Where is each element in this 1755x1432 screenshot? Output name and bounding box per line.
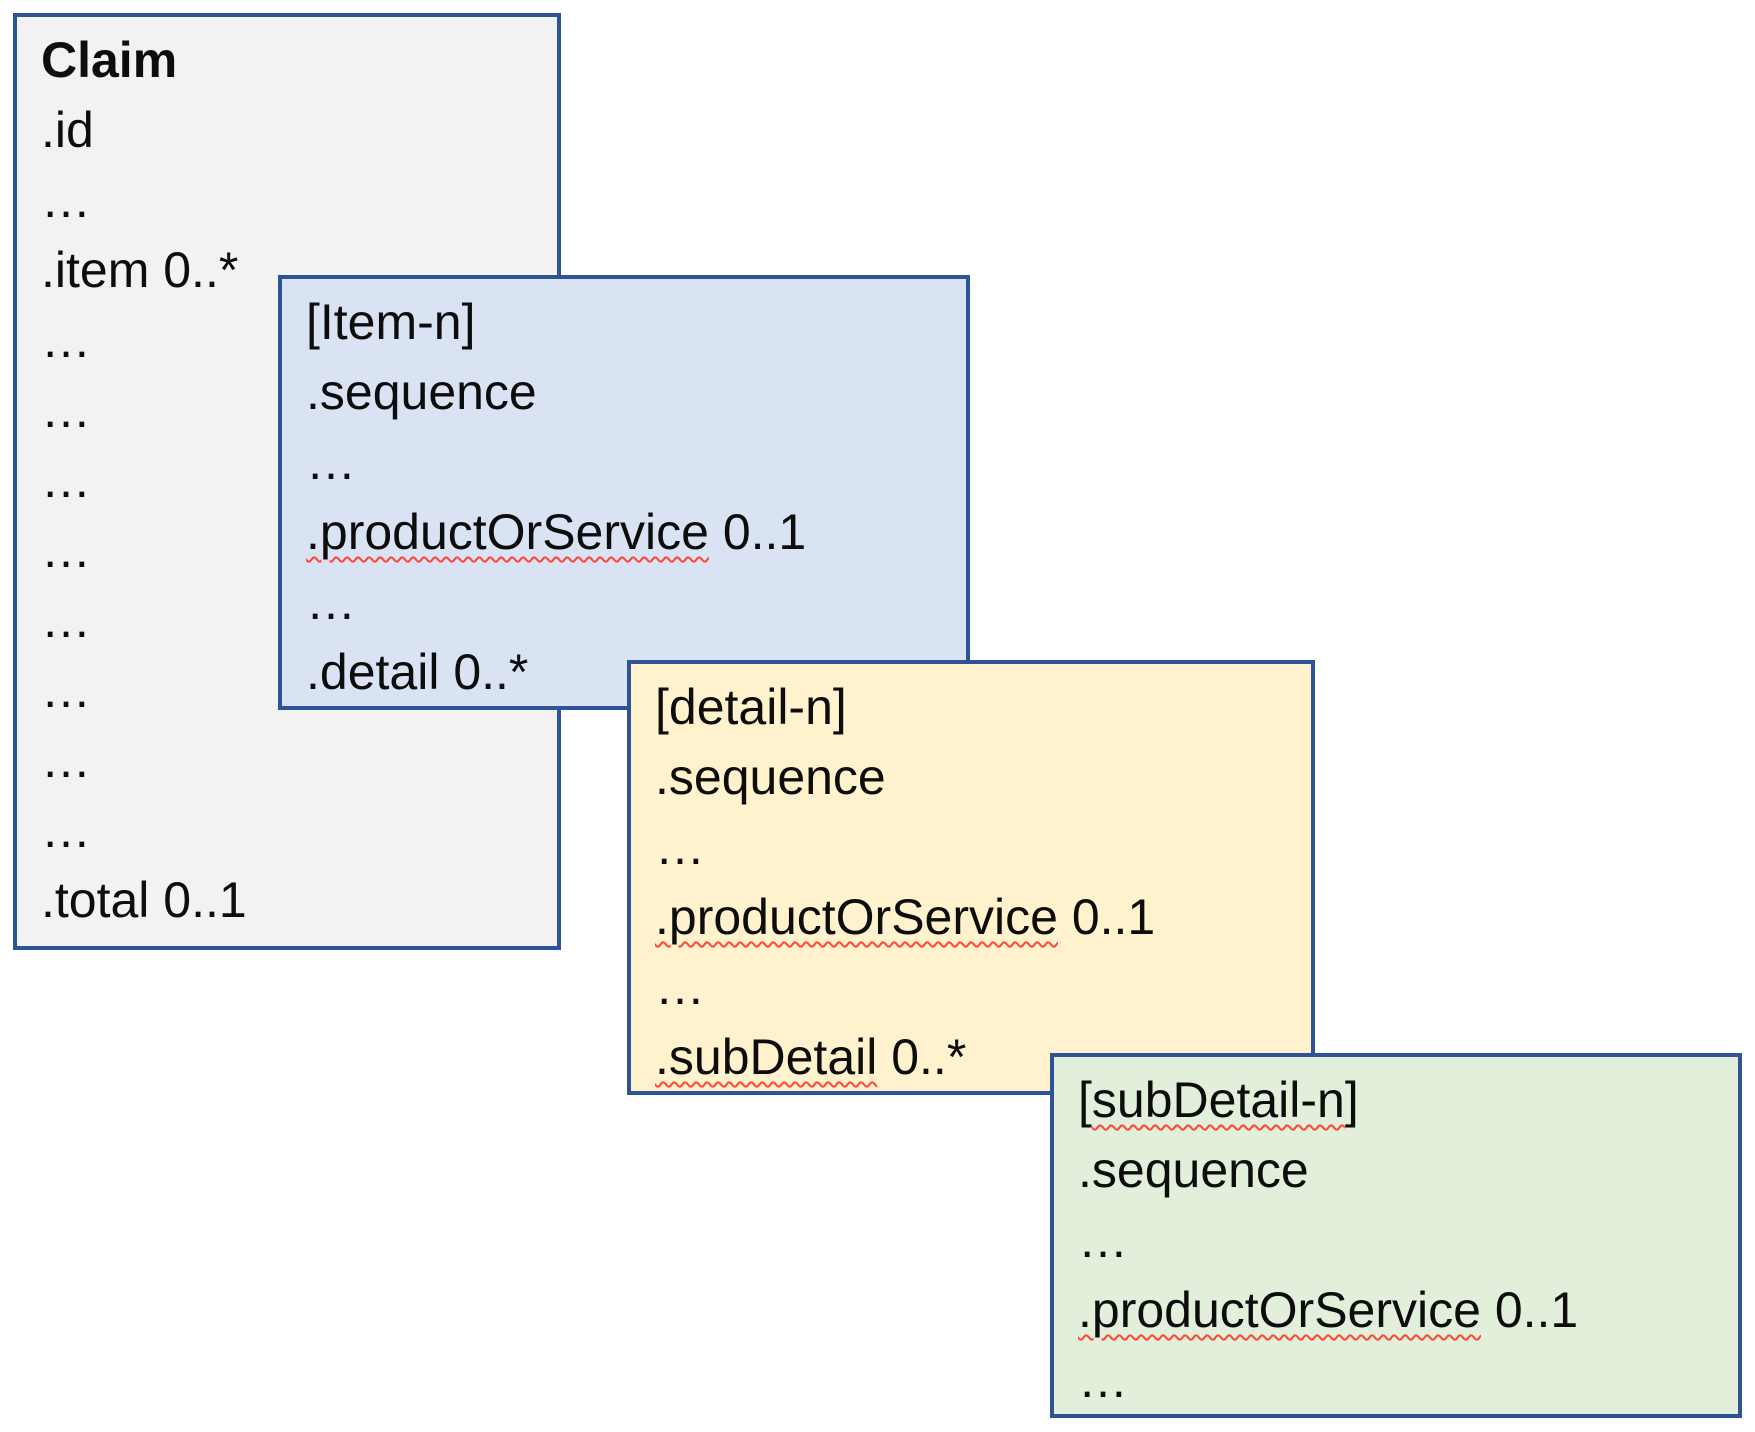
text-part: … xyxy=(1078,1352,1128,1408)
text-part: .item 0..* xyxy=(41,242,239,298)
text-part: [Item-n] xyxy=(306,294,476,350)
text-part: .detail 0..* xyxy=(306,644,529,700)
text-part: .sequence xyxy=(306,364,537,420)
text-part: 0..1 xyxy=(1057,889,1156,945)
text-part: 0..1 xyxy=(1480,1282,1579,1338)
text-part: … xyxy=(655,819,705,875)
subdetail-box: [subDetail-n] .sequence … .productOrService… xyxy=(1050,1053,1742,1418)
text-part: ] xyxy=(1344,1072,1359,1128)
field-line: .id xyxy=(41,95,533,165)
text-part: [ xyxy=(1078,1072,1092,1128)
text-part: … xyxy=(655,959,705,1015)
text-part: … xyxy=(41,732,91,788)
text-part: .sequence xyxy=(1078,1142,1309,1198)
text-part: … xyxy=(41,452,91,508)
spellcheck-squiggle-text: .productOrService xyxy=(655,889,1058,945)
field-line: .productOrService 0..1 xyxy=(306,497,942,567)
ellipsis-line: … xyxy=(41,585,533,655)
subdetail-title: [subDetail-n] xyxy=(1078,1065,1714,1135)
ellipsis-line: … xyxy=(41,515,533,585)
text-part: … xyxy=(41,802,91,858)
spellcheck-squiggle-text: subDetail-n xyxy=(1091,1072,1345,1128)
ellipsis-line: … xyxy=(306,427,942,497)
item-title: [Item-n] xyxy=(306,287,942,357)
field-line: .detail 0..* xyxy=(306,637,942,707)
text-part: … xyxy=(41,382,91,438)
spellcheck-squiggle-text: .productOrService xyxy=(1078,1282,1481,1338)
text-part: Claim xyxy=(41,32,178,88)
field-line: .item 0..* xyxy=(41,235,533,305)
text-part: … xyxy=(41,312,91,368)
text-part: [detail-n] xyxy=(655,679,847,735)
field-line: .subDetail 0..* xyxy=(655,1022,1287,1092)
text-part: … xyxy=(1078,1212,1128,1268)
ellipsis-line: … xyxy=(41,165,533,235)
ellipsis-line: … xyxy=(1078,1205,1714,1275)
ellipsis-line: … xyxy=(1078,1345,1714,1415)
field-line: .productOrService 0..1 xyxy=(1078,1275,1714,1345)
text-part: … xyxy=(41,172,91,228)
text-part: … xyxy=(306,574,356,630)
ellipsis-line: … xyxy=(306,567,942,637)
text-part: … xyxy=(306,434,356,490)
text-part: .sequence xyxy=(655,749,886,805)
detail-title: [detail-n] xyxy=(655,672,1287,742)
text-part: … xyxy=(41,522,91,578)
text-part: .total 0..1 xyxy=(41,872,247,928)
ellipsis-line: … xyxy=(41,655,533,725)
ellipsis-line: … xyxy=(655,952,1287,1022)
ellipsis-line: … xyxy=(655,812,1287,882)
ellipsis-line: … xyxy=(41,795,533,865)
ellipsis-line: … xyxy=(41,305,533,375)
field-line: .sequence xyxy=(655,742,1287,812)
item-box: [Item-n] .sequence … .productOrService 0..1… xyxy=(278,275,970,710)
text-part: 0..1 xyxy=(708,504,807,560)
field-line: .total 0..1 xyxy=(41,865,533,935)
field-line: .productOrService 0..1 xyxy=(655,882,1287,952)
text-part: … xyxy=(41,592,91,648)
spellcheck-squiggle-text: .subDetail xyxy=(655,1029,878,1085)
spellcheck-squiggle-text: .productOrService xyxy=(306,504,709,560)
text-part: .id xyxy=(41,102,94,158)
field-line: .sequence xyxy=(1078,1135,1714,1205)
field-line: .sequence xyxy=(306,357,942,427)
text-part: … xyxy=(41,662,91,718)
ellipsis-line: … xyxy=(41,445,533,515)
claim-title: Claim xyxy=(41,25,533,95)
ellipsis-line: … xyxy=(41,375,533,445)
text-part: 0..* xyxy=(877,1029,967,1085)
detail-box: [detail-n] .sequence … .productOrService 0.… xyxy=(627,660,1315,1095)
ellipsis-line: … xyxy=(41,725,533,795)
